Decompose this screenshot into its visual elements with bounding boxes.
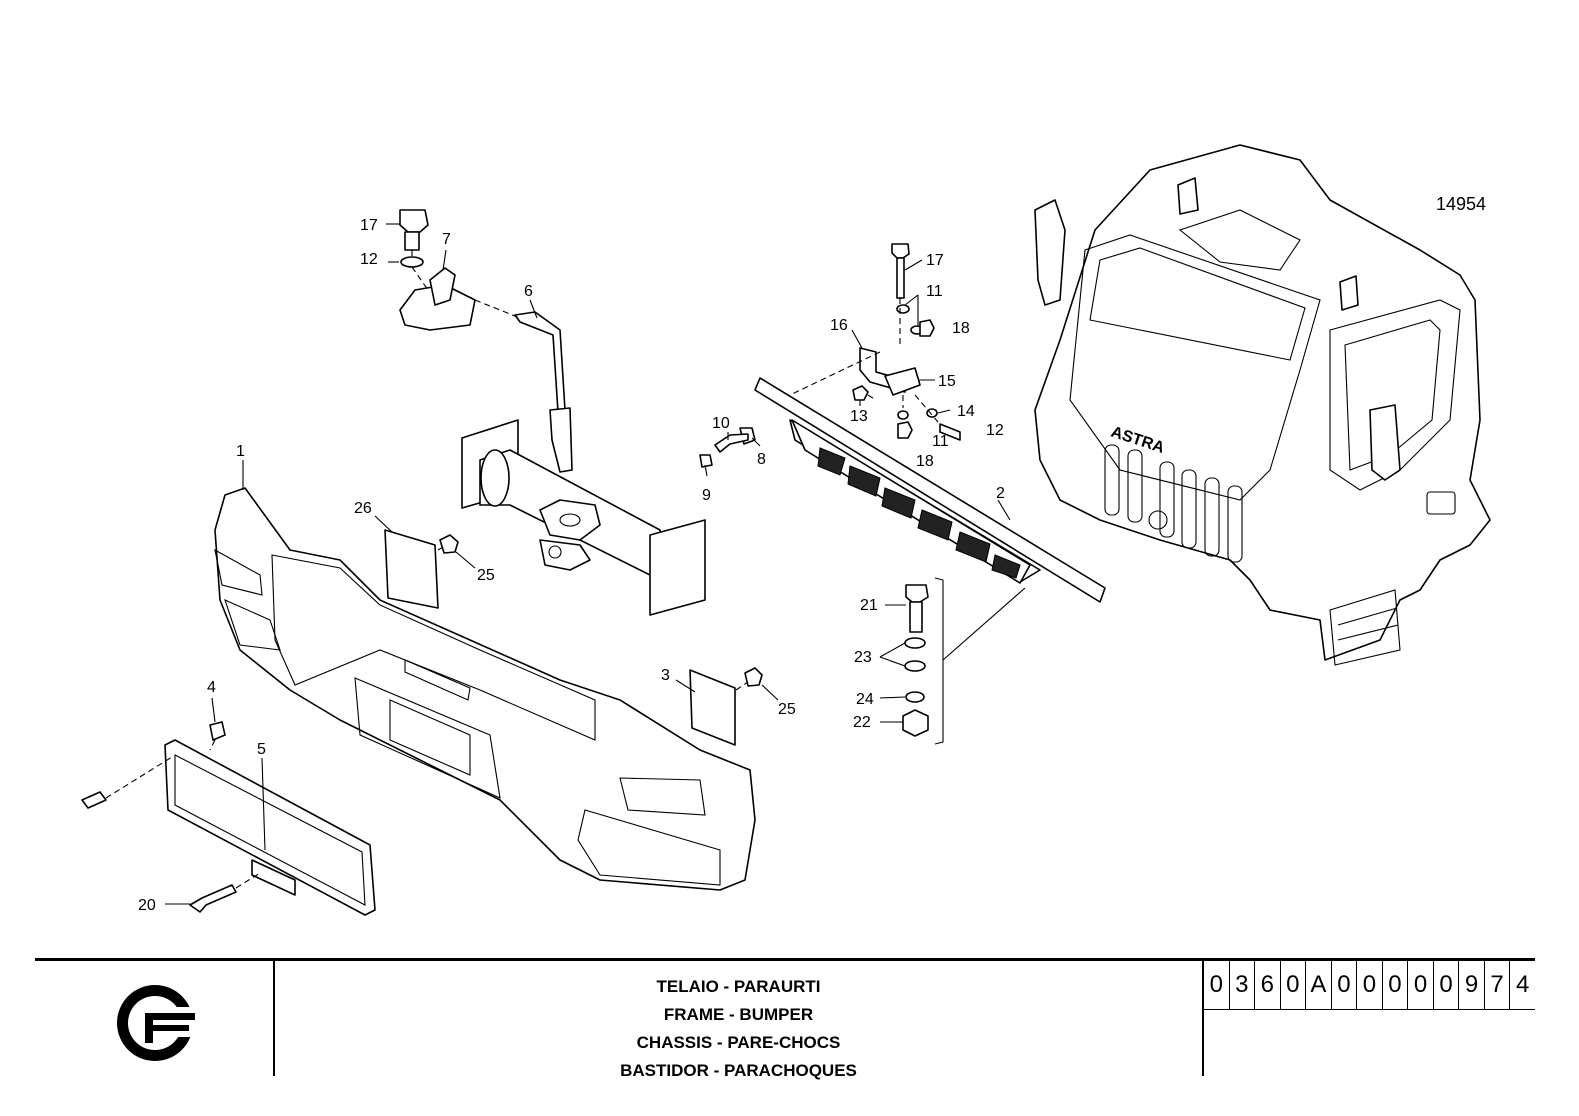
- callout-10: 10: [712, 415, 730, 432]
- code-char: 0: [1281, 961, 1307, 1009]
- code-char: 4: [1515, 971, 1530, 998]
- cover-plate-3: [689, 669, 736, 746]
- callout-12-right: 12: [986, 422, 1004, 439]
- cab-step: [1329, 589, 1401, 666]
- part-code: 0 3 6 0 A 0 0 0 0 0 9 7 4: [1204, 961, 1535, 1010]
- callout-17-left: 17: [360, 217, 378, 234]
- code-char: 0: [1204, 961, 1230, 1009]
- nut-part-25-left: [439, 534, 459, 554]
- washer-part-23-a: [904, 637, 926, 649]
- callout-4: 4: [207, 679, 216, 696]
- code-char: 0: [1408, 961, 1434, 1009]
- exploded-parts-diagram: 14954 ASTRA: [81, 144, 1491, 916]
- nut-part-18-top: [919, 319, 935, 337]
- clip-part-4: [209, 721, 226, 741]
- callout-7: 7: [442, 231, 451, 248]
- truck-cab: ASTRA: [1034, 144, 1491, 666]
- callout-6: 6: [524, 283, 533, 300]
- license-plate-holder: [81, 721, 376, 916]
- callout-5: 5: [257, 741, 266, 758]
- callout-18-bottom: 18: [916, 453, 934, 470]
- callout-16: 16: [830, 317, 848, 334]
- bracket-part-15: [884, 367, 921, 396]
- title-en: FRAME - BUMPER: [663, 1005, 814, 1024]
- title-cell: TELAIO - PARAURTI FRAME - BUMPER CHASSIS…: [275, 961, 1202, 1080]
- nut-part-18-bottom: [897, 421, 913, 439]
- title-block: TELAIO - PARAURTI FRAME - BUMPER CHASSIS…: [35, 958, 1535, 1080]
- callout-12-left: 12: [360, 251, 378, 268]
- screw-part-20: [189, 884, 237, 913]
- bracket-part-7: [399, 284, 476, 331]
- callout-14: 14: [957, 403, 975, 420]
- cross-member: [754, 377, 1106, 603]
- screw-left: [81, 791, 107, 809]
- callout-11-bottom: 11: [932, 433, 949, 450]
- nut-part-25-right: [744, 667, 763, 687]
- washer-part-23-b: [904, 660, 926, 672]
- code-char: 0: [1357, 961, 1383, 1009]
- washer-part-11-top: [896, 304, 910, 314]
- callout-11-top: 11: [926, 283, 943, 300]
- callout-18-top: 18: [952, 320, 970, 337]
- callout-24: 24: [856, 691, 874, 708]
- drawing-number: 14954: [1436, 194, 1486, 214]
- nut-part-13: [852, 385, 869, 401]
- logo-cell: [35, 961, 275, 1076]
- bolt-part-17-right: [891, 243, 910, 259]
- washer-part-11-bottom: [897, 410, 909, 420]
- washer-part-24: [905, 691, 925, 703]
- code-char: A: [1306, 961, 1332, 1009]
- washer-part-12-top: [400, 256, 424, 268]
- code-char: 0: [1434, 961, 1460, 1009]
- bolt-kit: [902, 577, 1026, 745]
- bolt-part-10: [714, 433, 749, 453]
- tow-bracket-assembly: [399, 209, 706, 616]
- cover-plate-26: [384, 529, 439, 609]
- callout-2: 2: [996, 485, 1005, 502]
- cab-grille: [1104, 444, 1243, 563]
- callout-25-right: 25: [778, 701, 796, 718]
- cab-emblem-icon: [1148, 510, 1168, 530]
- title-es: BASTIDOR - PARACHOQUES: [620, 1061, 857, 1080]
- title-it: TELAIO - PARAURTI: [656, 977, 821, 996]
- bolt-part-17-top: [399, 209, 429, 233]
- mount-brackets: [699, 243, 961, 468]
- callout-8: 8: [757, 451, 766, 468]
- cap-part-9: [699, 454, 713, 468]
- side-marker-light: [1426, 491, 1456, 515]
- code-char: 0: [1332, 961, 1358, 1009]
- callout-25-left: 25: [477, 567, 495, 584]
- hitch-pin-part-6: [514, 311, 566, 413]
- title-fr: CHASSIS - PARE-CHOCS: [636, 1033, 841, 1052]
- callout-22: 22: [853, 714, 871, 731]
- callout-3: 3: [661, 667, 670, 684]
- front-bumper: [214, 487, 756, 891]
- callout-17-right: 17: [926, 252, 944, 269]
- washer-part-14: [926, 408, 938, 418]
- bolt-part-21: [905, 584, 929, 603]
- callout-15: 15: [938, 373, 956, 390]
- nut-part-22: [902, 709, 929, 737]
- leader-lines: [165, 223, 1011, 905]
- callout-9: 9: [702, 487, 711, 504]
- code-char: 7: [1485, 961, 1511, 1009]
- license-plate-recess: [354, 677, 501, 799]
- callout-13: 13: [850, 408, 868, 425]
- company-logo-icon: [117, 985, 199, 1061]
- callout-20: 20: [138, 897, 156, 914]
- cover-plates: [384, 529, 763, 746]
- callout-21: 21: [860, 597, 878, 614]
- code-char: 3: [1230, 961, 1256, 1009]
- code-char: 0: [1383, 961, 1409, 1009]
- code-char: 9: [1459, 961, 1485, 1009]
- code-char: 6: [1255, 961, 1281, 1009]
- callout-26: 26: [354, 500, 372, 517]
- bolt-part-12-right: [939, 423, 961, 441]
- callout-23: 23: [854, 649, 872, 666]
- callout-1: 1: [236, 443, 245, 460]
- code-cell: 0 3 6 0 A 0 0 0 0 0 9 7 4: [1202, 961, 1535, 1076]
- part-callouts: 1 2 3 4 5 6 7 8 9 10 11 11 12 12 13 14 1…: [138, 217, 1005, 914]
